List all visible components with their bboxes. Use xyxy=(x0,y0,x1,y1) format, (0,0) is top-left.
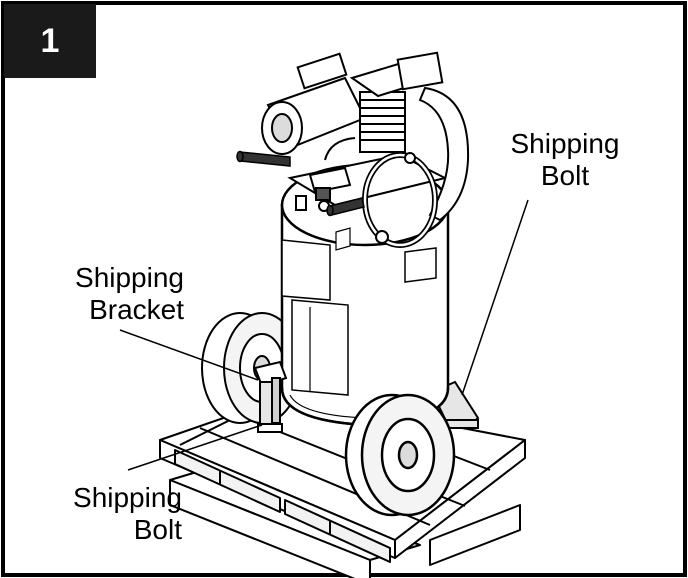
compressor-pump xyxy=(261,51,470,248)
leader-lines xyxy=(119,199,529,471)
callout-line-2: Bolt xyxy=(540,160,590,191)
leader-bracket xyxy=(119,329,259,381)
callout-shipping-bolt-bottom: Shipping Bolt xyxy=(52,482,182,546)
handle-arrow-right xyxy=(326,197,365,217)
callout-shipping-bolt-top: Shipping Bolt xyxy=(500,128,630,192)
callout-line-1: Shipping xyxy=(73,482,182,513)
step-number-badge: 1 xyxy=(4,4,96,78)
callout-shipping-bracket: Shipping Bracket xyxy=(54,262,184,326)
callout-line-2: Bolt xyxy=(133,514,182,545)
shipping-bracket xyxy=(253,360,288,433)
handle-arrow-left xyxy=(236,150,291,167)
front-wheel xyxy=(344,393,456,517)
step-number: 1 xyxy=(40,21,60,60)
callout-line-2: Bracket xyxy=(89,294,184,325)
leader-top-right-bolt xyxy=(461,199,529,396)
callout-line-1: Shipping xyxy=(510,128,620,159)
leader-bottom-bolt xyxy=(127,424,263,471)
callout-line-1: Shipping xyxy=(75,262,184,293)
